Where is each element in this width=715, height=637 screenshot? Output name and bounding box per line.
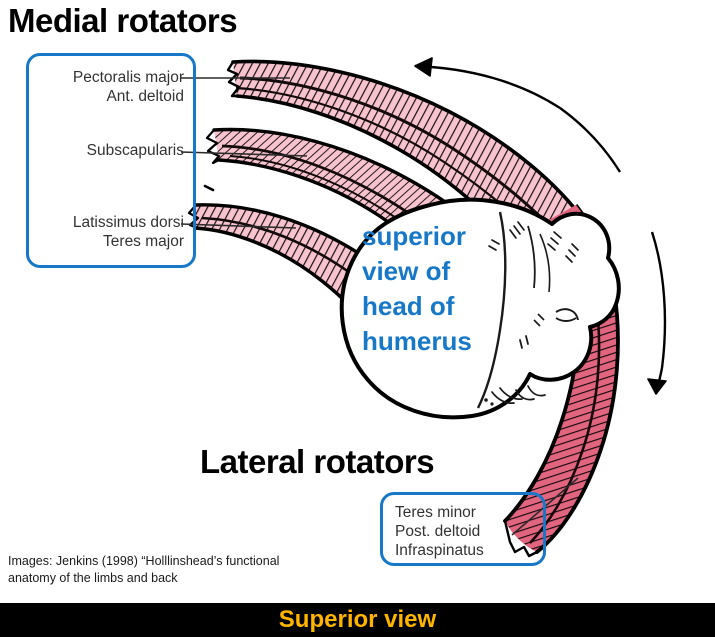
center-label-line-2: view of [362, 256, 451, 286]
medial-muscle-group-2: Subscapularis [87, 141, 184, 160]
medial-muscle-group-3: Latissimus dorsi Teres major [73, 213, 184, 251]
source-citation: Images: Jenkins (1998) “Holllinshead’s f… [8, 553, 338, 587]
humeral-head [339, 197, 621, 420]
lateral-rotation-arrow [647, 231, 667, 395]
citation-line-2: anatomy of the limbs and back [8, 571, 178, 585]
banner-title: Superior view [278, 606, 437, 633]
lateral-label-infraspinatus: Infraspinatus [395, 542, 484, 559]
heading-lateral-rotators: Lateral rotators [200, 443, 435, 480]
medial-label-ant-deltoid: Ant. deltoid [106, 88, 184, 105]
medial-label-pectoralis-major: Pectoralis major [72, 69, 184, 86]
leader-subscapularis [180, 151, 308, 157]
center-label-line-3: head of [362, 291, 455, 321]
medial-label-subscapularis: Subscapularis [86, 142, 184, 159]
leader-latissimus [180, 223, 297, 229]
callout-box-medial-rotators[interactable]: Pectoralis major Ant. deltoid Subscapula… [26, 53, 196, 268]
callout-box-lateral-rotators[interactable]: Teres minor Post. deltoid Infraspinatus [380, 492, 546, 566]
medial-label-latissimus-dorsi: Latissimus dorsi [72, 214, 184, 231]
center-label-line-1: superior [362, 221, 467, 251]
lateral-muscle-group-1: Teres minor Post. deltoid Infraspinatus [395, 503, 484, 560]
medial-muscle-group-1: Pectoralis major Ant. deltoid [73, 68, 184, 106]
bottom-banner: Superior view [0, 603, 715, 637]
center-annotation-humeral-head: superior view of head of humerus [362, 219, 472, 359]
lateral-label-post-deltoid: Post. deltoid [395, 523, 481, 540]
center-label-line-4: humerus [362, 326, 472, 356]
heading-medial-rotators: Medial rotators [8, 2, 238, 39]
medial-rotation-arrow [414, 57, 622, 173]
lateral-label-teres-minor: Teres minor [395, 504, 476, 521]
medial-label-teres-major: Teres major [103, 233, 184, 250]
citation-line-1: Images: Jenkins (1998) “Holllinshead’s f… [8, 554, 280, 568]
